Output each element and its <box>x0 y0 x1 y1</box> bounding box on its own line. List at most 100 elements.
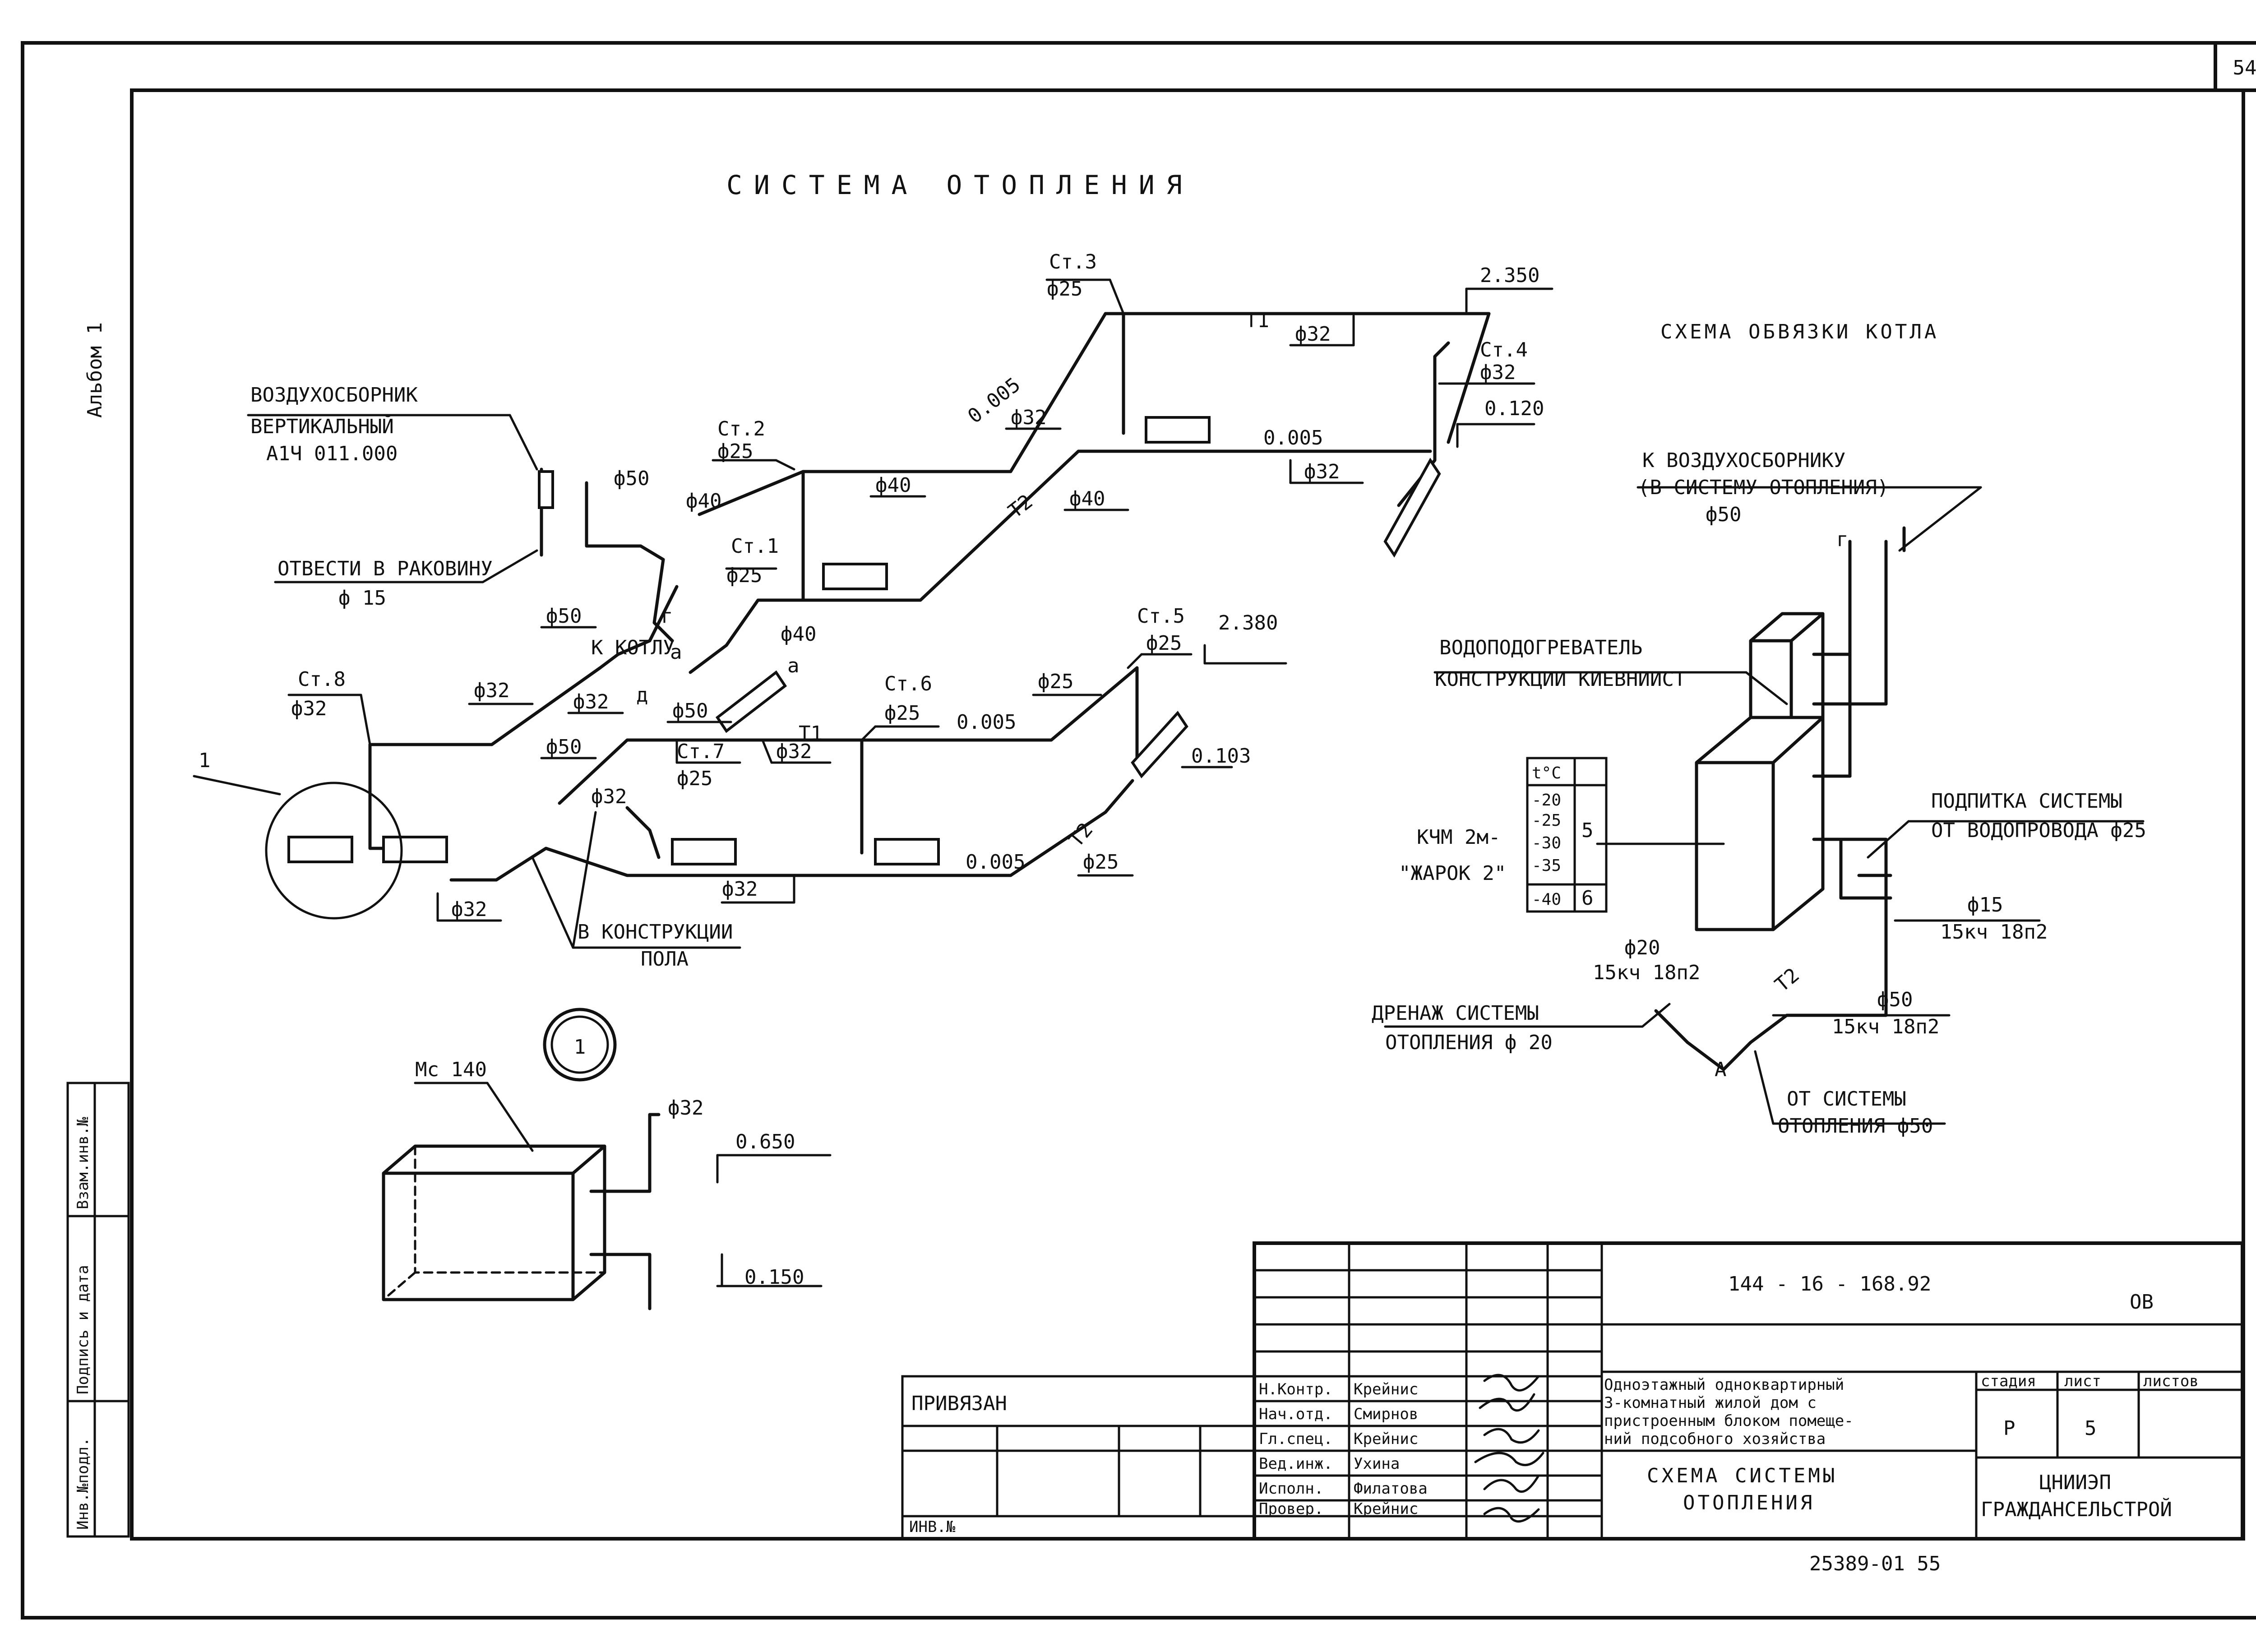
label-d32-return: ф32 <box>1304 460 1340 483</box>
label-d32-slope: ф32 <box>1011 406 1046 429</box>
return-main-lower <box>449 779 1134 882</box>
role-label: Провер. <box>1259 1500 1323 1518</box>
role-label: Вед.инж. <box>1259 1455 1333 1473</box>
temp-row: -40 <box>1532 890 1561 909</box>
name-label: Крейнис <box>1354 1500 1418 1518</box>
project-line: ний подсобного хозяйства <box>1604 1430 1826 1448</box>
drawing-name-line: ОТОПЛЕНИЯ <box>1683 1491 1815 1514</box>
drawing-code: 144 - 16 - 168.92 <box>1728 1273 1931 1296</box>
project-line: Одноэтажный одноквартирный <box>1604 1376 1844 1394</box>
label-d32-lower: ф32 <box>776 740 812 763</box>
from-system-label-2: ОТОПЛЕНИЯ ф50 <box>1778 1115 1933 1138</box>
label-t1-lower: Т1 <box>799 722 823 745</box>
sheets-header: листов <box>2143 1372 2199 1390</box>
sheet-number: 54 <box>2233 56 2256 79</box>
return-main-upper <box>689 449 1432 674</box>
label-f20: ф20 <box>1624 936 1660 959</box>
count-row: 5 <box>1581 819 1594 842</box>
label-d32-return-lower: ф32 <box>722 878 758 901</box>
temp-row: -35 <box>1532 856 1561 875</box>
side-stamp: Инв.№подл. Подпись и дата Взам.инв.№ <box>66 1082 130 1538</box>
label-st1-diameter: ф25 <box>726 564 762 587</box>
label-st2-diameter: ф25 <box>717 440 753 463</box>
to-air-collector-2: (В СИСТЕМУ ОТОПЛЕНИЯ) <box>1638 476 1889 499</box>
water-heater-label-1: ВОДОПОДОГРЕВАТЕЛЬ <box>1439 636 1642 659</box>
label-f20-valve: 15кч 18п2 <box>1593 961 1700 984</box>
stage-value: Р <box>2003 1417 2016 1440</box>
boiler-body <box>1695 716 1825 931</box>
label-d50-boiler: ф50 <box>546 605 582 628</box>
mark-0150: 0.150 <box>744 1266 804 1289</box>
radiator-st7 <box>671 838 737 865</box>
mark-0120: 0.120 <box>1484 397 1544 420</box>
name-label: Крейнис <box>1354 1380 1418 1398</box>
label-t2-boiler: Т2 <box>1771 963 1803 996</box>
boiler-model-2: "ЖАРОК 2" <box>1399 862 1506 885</box>
drain-to-sink-diameter: ф 15 <box>338 587 386 610</box>
label-d32-st8: ф32 <box>474 679 509 702</box>
label-st7-diameter: ф25 <box>677 767 712 790</box>
inner-frame <box>130 88 2245 1541</box>
drain-label-2: ОТОПЛЕНИЯ ф 20 <box>1385 1031 1553 1054</box>
drawing-mark: ОВ <box>2130 1291 2154 1314</box>
tank-label: Мс 140 <box>415 1058 487 1081</box>
radiator-st8b <box>382 836 448 863</box>
mark-2350: 2.350 <box>1480 264 1539 287</box>
side-stamp-field: Подпись и дата <box>74 1265 92 1394</box>
sheet-number-box <box>2214 41 2256 92</box>
floor-label-2: ПОЛА <box>641 948 689 971</box>
label-st3-diameter: ф25 <box>1047 278 1082 301</box>
label-st4-diameter: ф32 <box>1480 361 1516 384</box>
label-a-boiler-scheme: А <box>1715 1058 1727 1081</box>
role-label: Нач.отд. <box>1259 1405 1333 1423</box>
drain-label-1: ДРЕНАЖ СИСТЕМЫ <box>1372 1002 1539 1025</box>
label-d40-air: ф40 <box>686 490 721 513</box>
label-st3: Ст.3 <box>1049 250 1097 273</box>
role-label: Гл.спец. <box>1259 1430 1333 1448</box>
label-st5: Ст.5 <box>1137 605 1185 628</box>
floor-label-1: В КОНСТРУКЦИИ <box>578 921 733 944</box>
label-t2-lower: Т2 <box>1064 819 1097 851</box>
detail-callout-leader <box>193 775 281 796</box>
air-collector-label-2: ВЕРТИКАЛЬНЫЙ <box>250 414 394 438</box>
name-label: Ухина <box>1354 1455 1400 1473</box>
radiator-st5 <box>1131 711 1188 778</box>
boiler-connection <box>585 481 674 643</box>
organization-line: ЦНИИЭП <box>2039 1471 2111 1494</box>
label-st6-diameter: ф25 <box>884 702 920 725</box>
feed-label-2: ОТ ВОДОПРОВОДА ф25 <box>1931 819 2146 842</box>
label-d40-st1: ф40 <box>781 623 816 646</box>
signatures <box>1474 1374 1544 1523</box>
expansion-tank <box>382 1144 606 1301</box>
label-st5-diameter: ф25 <box>1146 632 1182 655</box>
label-d32-tank: ф32 <box>668 1097 703 1120</box>
label-f15-valve: 15кч 18п2 <box>1940 921 2048 944</box>
project-line: пристроенным блоком помеще- <box>1604 1412 1854 1430</box>
label-slope-st6: 0.005 <box>957 711 1016 734</box>
label-g-boiler: г <box>661 605 673 628</box>
diagram-title: СИСТЕМА ОТОПЛЕНИЯ <box>726 170 1194 200</box>
water-heater-label-2: КОНСТРУКЦИИ КИЕВНИИСТ <box>1435 668 1686 691</box>
name-label: Смирнов <box>1354 1405 1418 1423</box>
label-st7: Ст.7 <box>677 740 725 763</box>
air-collector-label-1: ВОЗДУХОСБОРНИК <box>250 384 418 407</box>
name-label: Филатова <box>1354 1480 1428 1498</box>
label-d50-air: ф50 <box>614 467 649 490</box>
feed-label-1: ПОДПИТКА СИСТЕМЫ <box>1931 790 2122 813</box>
count-row: 6 <box>1581 887 1594 910</box>
label-d32-upper: ф32 <box>1295 323 1331 346</box>
riser-st8 <box>368 743 385 850</box>
label-d32-st8-return: ф32 <box>451 898 487 921</box>
st7-riser <box>625 806 661 859</box>
album-label: Альбом 1 <box>83 322 106 418</box>
heating-labels: Ст.3 ф25 Т1 ф32 2.350 Ст.4 ф32 0.120 0.0… <box>199 250 1544 971</box>
name-label: Крейнис <box>1354 1430 1418 1448</box>
label-st1: Ст.1 <box>731 535 779 558</box>
inventory-label: ИНВ.№ <box>909 1518 956 1536</box>
label-to-boiler: К КОТЛУ <box>591 636 675 659</box>
label-g-boiler-scheme: г <box>1836 528 1849 551</box>
label-d25-st5: ф25 <box>1083 851 1119 874</box>
project-line: 3-комнатный жилой дом с <box>1604 1394 1817 1412</box>
label-d40-supply: ф40 <box>875 474 911 497</box>
